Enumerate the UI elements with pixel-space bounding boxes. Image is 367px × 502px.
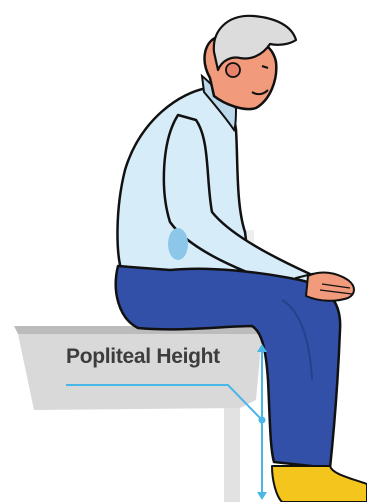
hands (306, 273, 354, 301)
ear (226, 63, 240, 77)
arrow-down-icon (257, 492, 267, 500)
measurement-label: Popliteal Height (66, 345, 220, 369)
seat-leg (224, 400, 240, 502)
shirt (117, 76, 312, 296)
knee-point (259, 417, 266, 424)
shoe (272, 466, 367, 502)
head (205, 16, 296, 109)
